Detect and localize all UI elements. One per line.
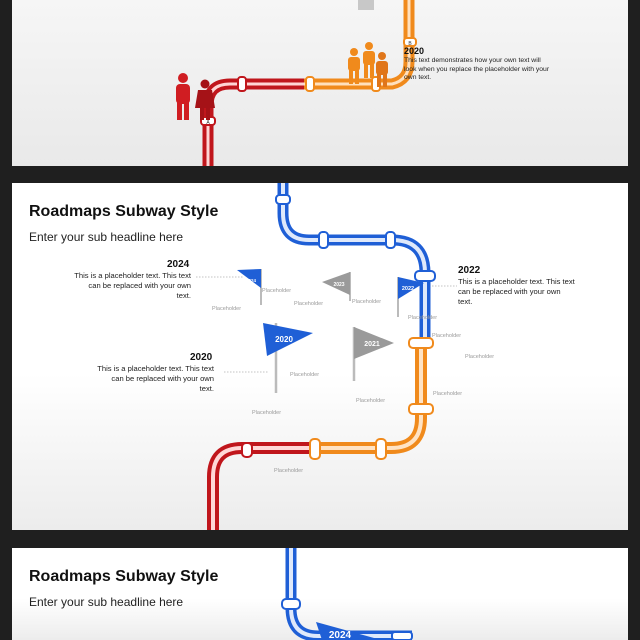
- stop-blue-2: [318, 231, 329, 249]
- placeholder-label: Placeholder: [356, 398, 386, 404]
- slide-3[interactable]: 2024 Roadmaps Subway Style Enter your su…: [12, 548, 628, 640]
- milestone-2022-text: This is a placeholder text. This text ca…: [458, 277, 575, 306]
- slide-1[interactable]: B A: [12, 0, 628, 166]
- stop-orange-2: [408, 403, 434, 415]
- stop-orange-4: [309, 438, 321, 460]
- svg-text:2020: 2020: [275, 335, 293, 344]
- placeholder-label: Placeholder: [274, 468, 304, 474]
- svg-text:2022: 2022: [402, 286, 414, 292]
- blue-line-inner: [289, 548, 412, 638]
- subway-map-2: 2024 2023 2022 2020 2021: [196, 183, 457, 530]
- flag-2024-icon: 2024: [316, 622, 374, 640]
- orange-line-inner: [312, 343, 423, 450]
- slide3-title: Roadmaps Subway Style: [29, 568, 219, 585]
- stop-blue-4: [414, 270, 436, 282]
- blue-line-inner: [281, 183, 427, 343]
- placeholder-label: Placeholder: [433, 391, 463, 397]
- people-orange-icon: [348, 42, 388, 87]
- placeholder-label: Placeholder: [408, 315, 438, 321]
- slide1-year: 2020: [404, 46, 425, 56]
- subway-map-3: 2024: [281, 548, 413, 640]
- orange-line-inner: [377, 0, 411, 86]
- slide2-subtitle: Enter your sub headline here: [29, 230, 184, 244]
- milestone-2020-year: 2020: [190, 352, 213, 363]
- milestone-2022-year: 2022: [458, 265, 481, 276]
- stop-orange-1: [408, 337, 434, 349]
- slide2-title: Roadmaps Subway Style: [29, 203, 219, 220]
- flag-2022-icon: 2022: [397, 277, 424, 317]
- stop-red-1: [241, 442, 253, 458]
- placeholder-label: Placeholder: [432, 333, 462, 339]
- blue-line: [277, 183, 431, 343]
- stop-a-letter: A: [206, 120, 210, 126]
- placeholder-label: Placeholder: [212, 306, 242, 312]
- stop-blue-2: [391, 631, 413, 640]
- slide1-description: This text demonstrates how your own text…: [404, 57, 550, 81]
- flag-2020-icon: 2020: [263, 323, 313, 393]
- svg-text:2024: 2024: [246, 278, 257, 283]
- placeholder-label: Placeholder: [465, 354, 495, 360]
- people-red-icon: [176, 73, 215, 120]
- placeholder-label: Placeholder: [262, 288, 292, 294]
- placeholder-label: Placeholder: [290, 372, 320, 378]
- subway-map-1: B A: [176, 0, 417, 166]
- grey-block: [358, 0, 374, 10]
- flag-2021-icon: 2021: [352, 327, 394, 381]
- slide3-subtitle: Enter your sub headline here: [29, 595, 184, 609]
- stop-b: [403, 37, 417, 47]
- svg-text:2024: 2024: [329, 630, 352, 640]
- milestone-2024-text: This is a placeholder text. This text ca…: [74, 271, 191, 300]
- stop-blue-1: [275, 194, 291, 205]
- stop-blue-1: [281, 598, 301, 610]
- flag-2023-icon: 2023: [322, 272, 351, 301]
- stop-red-1: [237, 76, 247, 92]
- blue-line: [285, 548, 412, 640]
- slide-2[interactable]: 2024 2023 2022 2020 2021 Roadmaps Subway…: [12, 183, 628, 530]
- stop-b-letter: B: [408, 41, 412, 47]
- placeholder-label: Placeholder: [294, 301, 324, 307]
- milestone-2020-text: This is a placeholder text. This text ca…: [97, 364, 214, 393]
- flag-2024-icon: 2024: [237, 269, 262, 305]
- milestone-2024-year: 2024: [167, 259, 190, 270]
- placeholder-label: Placeholder: [252, 410, 282, 416]
- svg-text:2021: 2021: [364, 341, 380, 348]
- svg-text:2023: 2023: [333, 282, 344, 288]
- red-line: [207, 442, 315, 530]
- orange-line: [312, 343, 427, 454]
- stop-orange-2: [305, 76, 315, 92]
- stop-blue-3: [385, 231, 396, 249]
- red-line: [202, 78, 304, 166]
- red-line-inner: [211, 446, 315, 530]
- placeholder-label: Placeholder: [352, 299, 382, 305]
- red-line-inner: [206, 82, 304, 166]
- stop-orange-3: [375, 438, 387, 460]
